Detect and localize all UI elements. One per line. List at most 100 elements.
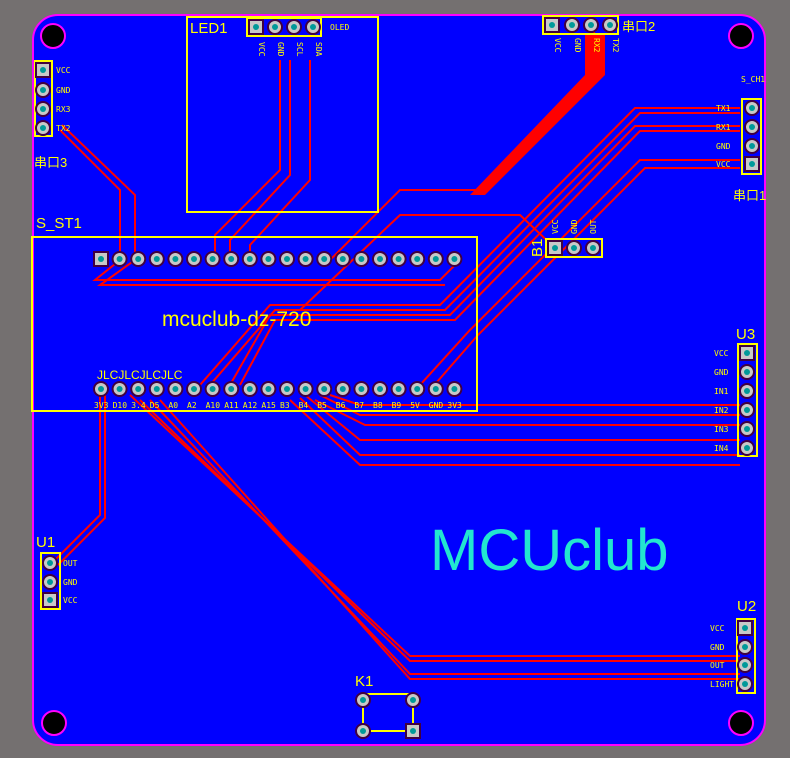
u3-pin[interactable] (739, 364, 755, 380)
s_st1-bottom-pin[interactable] (353, 381, 370, 397)
s_st1-bottom-pin[interactable] (372, 381, 388, 397)
uart3-pin[interactable] (35, 62, 51, 78)
led1-pin-label: GND (276, 42, 285, 57)
power-trace (470, 35, 605, 195)
s_st1-top-pin[interactable] (297, 251, 314, 267)
s_st1-bottom-pin-label: B5 (317, 401, 327, 410)
s_st1-bottom-pin[interactable] (130, 381, 147, 397)
s_st1-bottom-pin-label: D10 (113, 401, 128, 410)
uart2-pin[interactable] (583, 17, 599, 33)
s_st1-top-pin[interactable] (93, 251, 109, 267)
s_st1-top-pin[interactable] (260, 251, 277, 267)
led1-pin[interactable] (267, 19, 283, 35)
k1-pin[interactable] (405, 723, 421, 739)
s_st1-top-pin[interactable] (372, 251, 388, 267)
s_st1-bottom-pin[interactable] (390, 381, 407, 397)
uart2-pin[interactable] (564, 17, 580, 33)
uart1-pin[interactable] (744, 119, 760, 135)
s_st1-bottom-pin[interactable] (409, 381, 426, 397)
s_st1-bottom-pin[interactable] (316, 381, 333, 397)
s_st1-top-pin[interactable] (148, 251, 165, 267)
k1-pin[interactable] (355, 723, 371, 739)
s_st1-top-pin[interactable] (167, 251, 184, 267)
board-name: mcuclub-dz-720 (162, 308, 311, 331)
s_st1-top-pin[interactable] (241, 251, 258, 267)
s_st1-bottom-pin[interactable] (186, 381, 202, 397)
u2-pin[interactable] (737, 639, 753, 655)
uart1-pin[interactable] (744, 100, 760, 116)
s_st1-bottom-pin-label: B7 (354, 401, 364, 410)
k1-pin[interactable] (405, 692, 421, 708)
b1-pin[interactable] (566, 240, 582, 256)
led1-pin[interactable] (305, 19, 321, 35)
s_st1-bottom-pin[interactable] (148, 381, 165, 397)
s_st1-bottom-pin[interactable] (279, 381, 295, 397)
s_st1-bottom-pin[interactable] (93, 381, 109, 397)
uart3-pin[interactable] (35, 82, 51, 98)
s_st1-top-pin[interactable] (130, 251, 147, 267)
uart1-header-label: S_CH1 (741, 75, 765, 84)
u1-pin[interactable] (42, 592, 58, 608)
u3-pin[interactable] (739, 345, 755, 361)
s_st1-top-pin[interactable] (223, 251, 240, 267)
uart3-pin[interactable] (35, 101, 51, 117)
uart2-pin[interactable] (602, 17, 618, 33)
jlc-text: JLCJLCJLCJLC (97, 368, 183, 382)
u3-pin[interactable] (739, 440, 755, 456)
u3-pin[interactable] (739, 402, 755, 418)
uart1-pin[interactable] (744, 156, 760, 172)
uart3-header (34, 60, 53, 137)
s_st1-bottom-pin[interactable] (334, 381, 351, 397)
s_st1-top-pin[interactable] (427, 251, 444, 267)
u2-pin[interactable] (737, 620, 753, 636)
s_st1-top-pin[interactable] (446, 251, 463, 267)
u1-pin-label: GND (63, 578, 78, 587)
s_st1-bottom-pin-label: B3 (280, 401, 290, 410)
led1-pin-label: SDA (314, 42, 323, 57)
b1-pin[interactable] (547, 240, 563, 256)
s_st1-bottom-pin[interactable] (204, 381, 221, 397)
s_st1-bottom-pin[interactable] (427, 381, 444, 397)
led1-pin[interactable] (286, 19, 302, 35)
s_st1-top-pin[interactable] (279, 251, 295, 267)
s_st1-bottom-pin[interactable] (241, 381, 258, 397)
s_st1-top-pin[interactable] (390, 251, 407, 267)
u2-pin[interactable] (737, 657, 753, 673)
s_st1-top-pin[interactable] (204, 251, 221, 267)
u1-header (40, 552, 61, 610)
uart2-pin-label: TX2 (611, 38, 620, 53)
uart3-pin[interactable] (35, 120, 51, 136)
s_st1-top-pin[interactable] (316, 251, 333, 267)
s_st1-top-pin[interactable] (186, 251, 202, 267)
s_st1-bottom-pin[interactable] (446, 381, 463, 397)
s_st1-bottom-pin[interactable] (223, 381, 240, 397)
s_st1-bottom-pin[interactable] (111, 381, 128, 397)
k1-pin[interactable] (355, 692, 371, 708)
u3-pin-label: IN2 (714, 406, 729, 415)
s_st1-bottom-pin[interactable] (260, 381, 277, 397)
u1-pin[interactable] (42, 555, 58, 571)
b1-pin[interactable] (585, 240, 601, 256)
uart3-ref: 串口3 (34, 155, 67, 170)
s_st1-bottom-pin[interactable] (167, 381, 184, 397)
s_st1-bottom-pin-label: 3V3 (447, 401, 462, 410)
u2-pin-label: OUT (710, 661, 725, 670)
s_st1-bottom-pin-label: A15 (261, 401, 276, 410)
s_st1-bottom-pin-label: 5V (410, 401, 420, 410)
led1-pin[interactable] (248, 19, 264, 35)
s_st1-bottom-pin[interactable] (297, 381, 314, 397)
u3-header (737, 343, 758, 457)
s_st1-top-pin[interactable] (353, 251, 370, 267)
uart2-pin[interactable] (544, 17, 560, 33)
s_st1-top-pin[interactable] (111, 251, 128, 267)
s_st1-bottom-pin-label: B8 (373, 401, 383, 410)
uart1-pin[interactable] (744, 138, 760, 154)
s_st1-top-pin[interactable] (409, 251, 426, 267)
u2-pin-label: GND (710, 643, 725, 652)
s_st1-top-pin[interactable] (334, 251, 351, 267)
u3-pin[interactable] (739, 383, 755, 399)
u3-pin[interactable] (739, 421, 755, 437)
u2-pin[interactable] (737, 676, 753, 692)
u1-pin[interactable] (42, 574, 58, 590)
